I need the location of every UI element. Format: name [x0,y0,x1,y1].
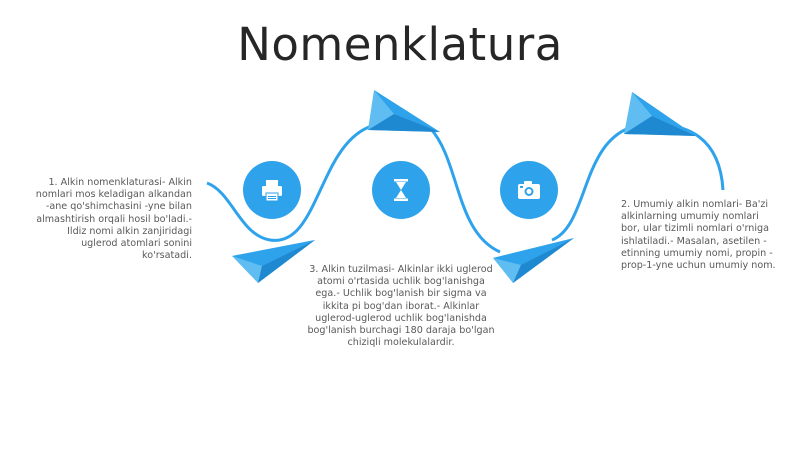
hourglass-icon [372,161,430,219]
text-block-umumiy-alkin-nomlari: 2. Umumiy alkin nomlari- Ba'zi alkinlarn… [621,199,776,272]
slide-title: Nomenklatura [237,18,563,71]
paper-plane-icon [624,92,696,136]
camera-icon [500,161,558,219]
printer-icon [243,161,301,219]
paper-plane-icon [493,238,574,283]
text-block-alkin-tuzilmasi: 3. Alkin tuzilmasi- Alkinlar ikki uglero… [307,264,495,349]
paper-plane-icon [368,90,440,132]
text-block-alkin-nomenklaturasi: 1. Alkin nomenklaturasi- Alkin nomlari m… [35,177,192,262]
paper-plane-icon [232,240,315,283]
